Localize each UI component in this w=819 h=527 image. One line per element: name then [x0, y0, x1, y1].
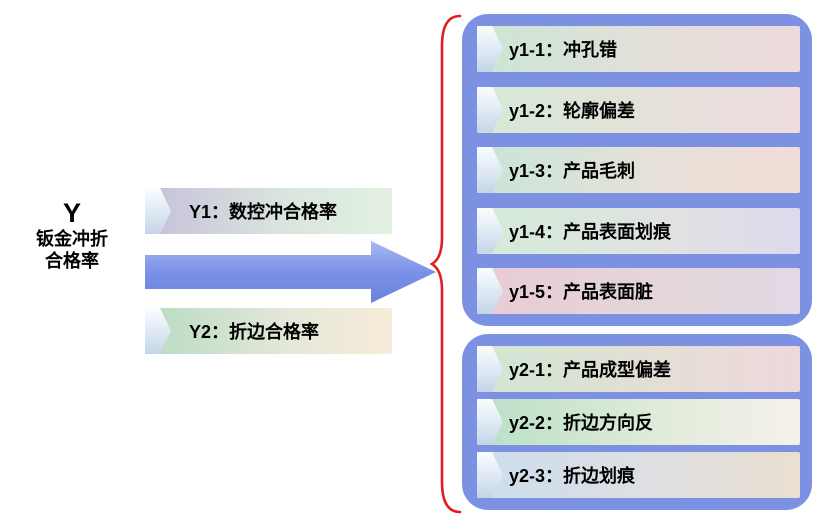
y2-bar: Y2：折边合格率 [145, 308, 392, 354]
chevron-right-icon [477, 346, 503, 392]
item-bar-y1-2: y1-2：轮廓偏差 [477, 86, 800, 133]
item-bar-y1-3: y1-3：产品毛刺 [477, 147, 800, 193]
chevron-right-icon [477, 26, 503, 72]
item-bar-y1-1: y1-1：冲孔错 [477, 26, 800, 72]
chevron-right-icon [477, 207, 503, 254]
item-label: y2-3：折边划痕 [509, 466, 636, 486]
item-label: y1-3：产品毛刺 [509, 161, 636, 181]
item-label: y1-5：产品表面脏 [509, 282, 654, 302]
chevron-right-icon [477, 268, 503, 314]
chevron-right-icon [145, 188, 171, 234]
item-label: y1-4：产品表面划痕 [509, 221, 672, 242]
group-panel-y1: y1-1：冲孔错 y1-2：轮廓偏差 y1-3：产品毛刺 y1-4：产品表面划痕… [462, 14, 812, 326]
item-bar-y1-4: y1-4：产品表面划痕 [477, 207, 800, 254]
item-label: y2-2：折边方向反 [509, 413, 654, 433]
item-label: y1-2：轮廓偏差 [509, 100, 636, 121]
brace-icon [428, 12, 464, 516]
root-subtitle-line2: 合格率 [45, 251, 99, 271]
chevron-right-icon [145, 308, 171, 354]
main-arrow-icon [145, 240, 437, 304]
item-bar-y2-2: y2-2：折边方向反 [477, 399, 800, 445]
y1-bar: Y1：数控冲合格率 [145, 188, 392, 234]
root-node: Y 钣金冲折 合格率 [6, 198, 138, 272]
chevron-right-icon [477, 452, 503, 498]
item-bar-y1-5: y1-5：产品表面脏 [477, 268, 800, 314]
root-title: Y [62, 198, 81, 228]
root-subtitle-line1: 钣金冲折 [36, 229, 108, 249]
chevron-right-icon [477, 147, 503, 193]
y2-label: Y2：折边合格率 [189, 322, 320, 342]
item-bar-y2-3: y2-3：折边划痕 [477, 452, 800, 498]
item-label: y2-1：产品成型偏差 [509, 360, 672, 380]
item-label: y1-1：冲孔错 [509, 40, 618, 60]
group-panel-y2: y2-1：产品成型偏差 y2-2：折边方向反 y2-3：折边划痕 [462, 334, 812, 510]
item-bar-y2-1: y2-1：产品成型偏差 [477, 346, 800, 392]
chevron-right-icon [477, 86, 503, 133]
chevron-right-icon [477, 399, 503, 445]
y1-label: Y1：数控冲合格率 [189, 202, 338, 222]
